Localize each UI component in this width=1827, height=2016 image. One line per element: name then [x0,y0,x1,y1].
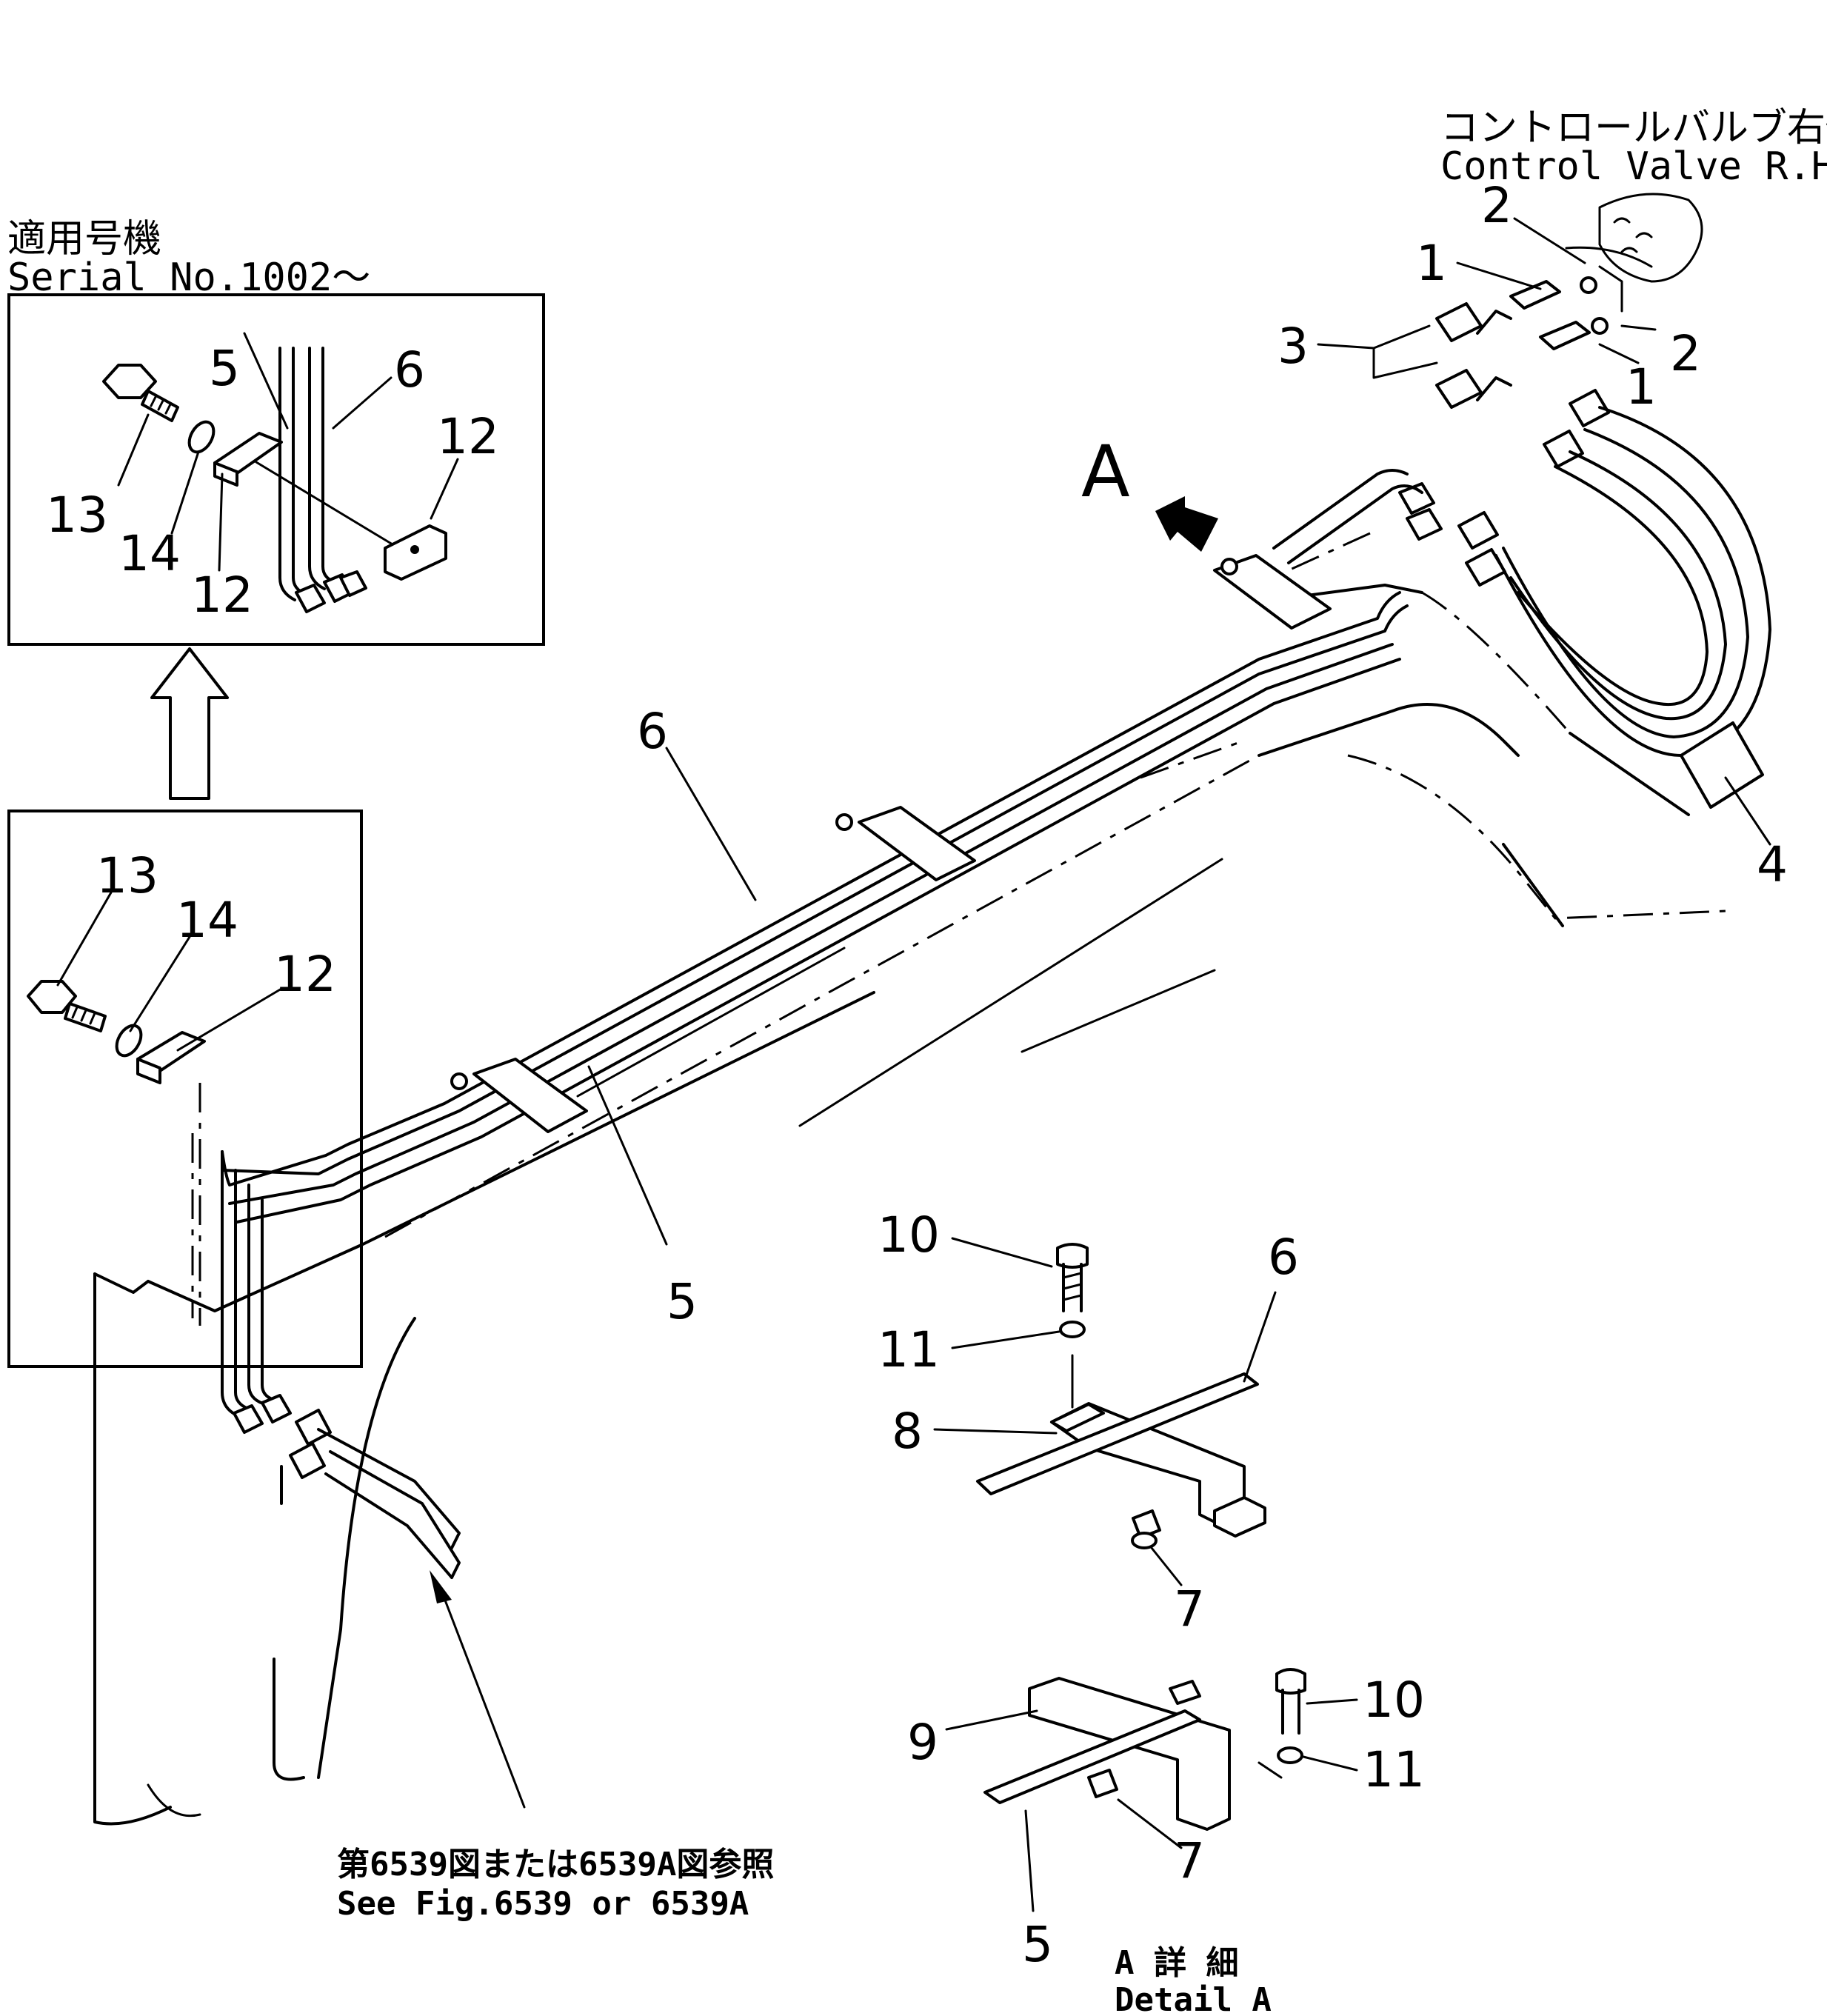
callout-low-12: 12 [274,946,336,1003]
callout-dl-7: 7 [1174,1832,1205,1889]
callout-du-7: 7 [1174,1581,1205,1638]
serial-caption: 適用号機 Serial No.1002～ [7,217,370,300]
inset-box-standard [7,810,363,1368]
view-arrow-icon [1155,496,1218,552]
callout-dl-11: 11 [1363,1741,1425,1798]
callout-dl-9: 9 [907,1714,938,1771]
callout-du-10: 10 [878,1206,940,1264]
callout-top-13: 13 [46,487,108,544]
callout-6-main: 6 [637,703,668,760]
callout-dl-5: 5 [1022,1916,1053,1973]
inset-lower-parts [27,980,206,1326]
see-fig-caption: 第6539図または6539A図参照 See Fig.6539 or 6539A [337,1846,774,1923]
callout-5-main: 5 [667,1273,698,1330]
serial-jp: 適用号機 [7,217,161,261]
boom-body [93,532,1726,1826]
view-marker-a: A [1081,430,1130,513]
control-valve-caption: コントロールバルブ右側 Control Valve R.H. [1440,106,1827,189]
callout-low-14: 14 [176,892,238,949]
callout-top-14: 14 [118,525,181,582]
inset-box-serial [7,293,545,646]
callout-3: 3 [1277,318,1309,375]
callout-2b: 2 [1670,325,1701,382]
callout-1b: 1 [1626,358,1657,415]
leader-lines [56,217,1771,1912]
control-valve-en: Control Valve R.H. [1440,144,1827,189]
inset-top-parts [102,347,447,613]
detail-en: Detail A [1115,1981,1272,2016]
callout-low-13: 13 [96,847,158,904]
callout-1a: 1 [1416,235,1447,292]
callout-2a: 2 [1481,177,1512,234]
callout-du-8: 8 [892,1403,923,1460]
serial-en: Serial No.1002～ [7,256,370,300]
up-arrow-icon [150,647,229,800]
see-fig-en: See Fig.6539 or 6539A [337,1885,749,1923]
detail-jp: A 詳 細 [1115,1944,1238,1982]
callouts: 2 1 2 1 3 4 6 5 5 6 12 13 14 12 13 14 12… [46,177,1788,1973]
callout-top-5: 5 [209,340,240,397]
callout-du-11: 11 [878,1321,940,1378]
see-fig-jp: 第6539図または6539A図参照 [337,1846,774,1883]
main-pipes [221,469,1443,1579]
callout-dl-10: 10 [1363,1672,1425,1729]
callout-top-6: 6 [394,341,425,398]
hoses-and-valve [1435,193,1771,809]
callout-top-12a: 12 [437,408,499,465]
detail-a-upper [976,1243,1266,1549]
control-valve-jp: コントロールバルブ右側 [1440,106,1827,150]
detail-a-lower [983,1668,1306,1831]
callout-du-6: 6 [1268,1229,1299,1286]
callout-4: 4 [1757,836,1788,893]
detail-a-caption: A 詳 細 Detail A [1115,1944,1272,2016]
callout-top-12b: 12 [191,567,253,624]
